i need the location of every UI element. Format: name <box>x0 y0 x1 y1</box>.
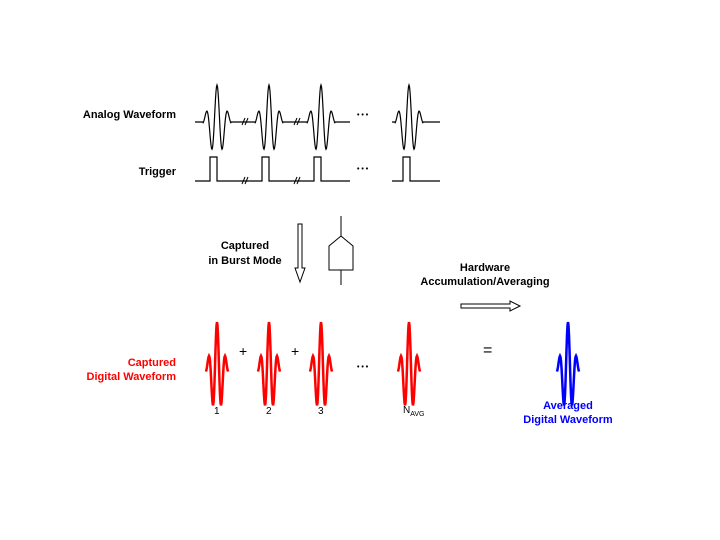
right-arrow-icon <box>460 300 522 312</box>
captured-digital-label: Captured Digital Waveform <box>87 356 176 384</box>
ellipsis-trigger: • • • <box>357 166 369 173</box>
index-2: 2 <box>266 406 272 417</box>
ellipsis-analog: • • • <box>357 112 369 119</box>
captured-waveform <box>396 321 422 406</box>
navg-base: N <box>403 405 411 416</box>
trigger-pulse-train <box>195 156 440 182</box>
averaged-line1: Averaged <box>543 400 593 412</box>
hardware-line1: Hardware <box>459 262 511 274</box>
break-mark-icon <box>293 176 301 185</box>
index-3: 3 <box>318 406 324 417</box>
analog-waveform-label: Analog Waveform <box>82 109 176 121</box>
trigger-label: Trigger <box>138 166 176 178</box>
averaged-waveform <box>555 321 581 406</box>
captured-digital-line2: Digital Waveform <box>86 371 176 383</box>
captured-digital-line1: Captured <box>127 357 176 369</box>
break-mark-icon <box>241 117 249 126</box>
break-mark-icon <box>241 176 249 185</box>
averaged-digital-label: Averaged Digital Waveform <box>498 399 638 427</box>
plus-operator-1: + <box>239 343 248 359</box>
analog-pulse <box>306 82 336 151</box>
navg-sub: AVG <box>410 411 425 418</box>
analog-pulse <box>254 82 284 151</box>
captured-waveform <box>256 321 282 406</box>
captured-burst-line1: Captured <box>220 240 270 252</box>
equals-operator: = <box>483 342 493 359</box>
plus-operator-2: + <box>291 343 300 359</box>
hardware-line2: Accumulation/Averaging <box>420 276 550 288</box>
captured-waveform <box>204 321 230 406</box>
break-mark-icon <box>293 117 301 126</box>
analog-pulse <box>394 82 424 151</box>
captured-waveform <box>308 321 334 406</box>
ellipsis-captured: • • • <box>357 364 369 371</box>
averaged-line2: Digital Waveform <box>523 414 613 426</box>
analog-pulse <box>202 82 232 151</box>
index-navg: NAVG <box>403 405 425 418</box>
down-arrow-icon <box>294 223 306 284</box>
index-1: 1 <box>214 406 220 417</box>
adc-symbol-icon <box>328 216 354 285</box>
captured-burst-label: Captured in Burst Mode <box>190 239 300 269</box>
hardware-averaging-label: Hardware Accumulation/Averaging <box>405 261 565 289</box>
captured-burst-line2: in Burst Mode <box>208 255 282 267</box>
